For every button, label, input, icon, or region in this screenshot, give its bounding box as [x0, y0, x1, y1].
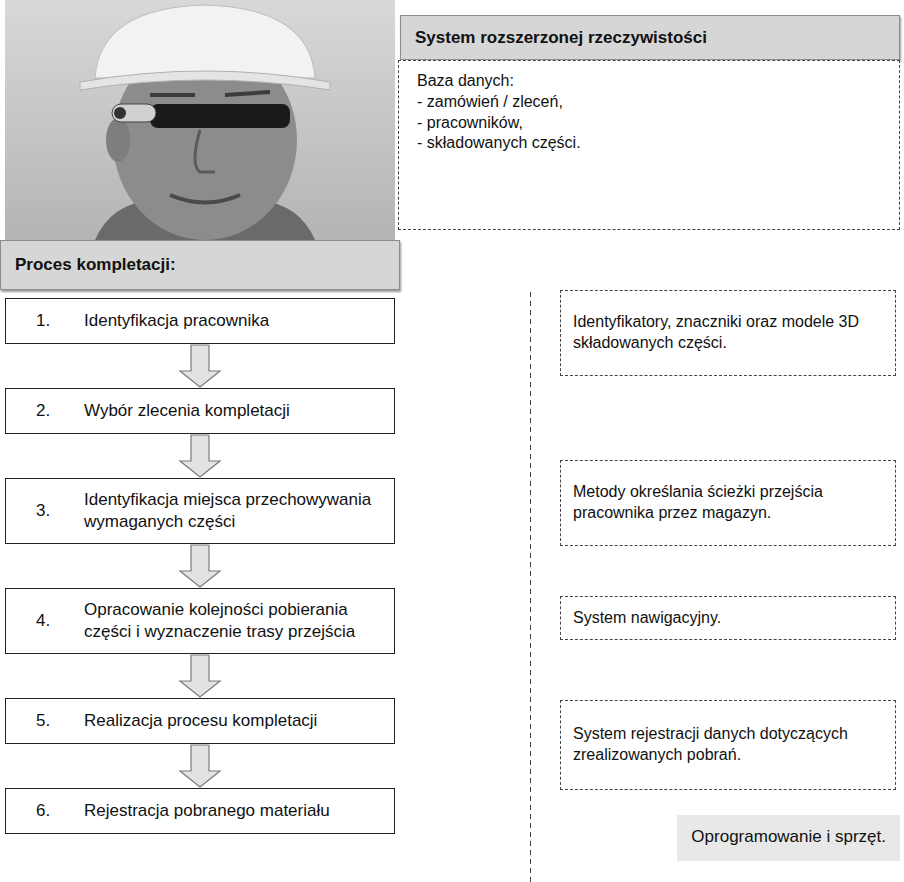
- step-number: 6.: [36, 800, 84, 822]
- box-text: Proces kompletacji:: [15, 255, 176, 275]
- box-text: - pracowników,: [417, 113, 881, 134]
- block-arrow: [180, 545, 220, 587]
- step-label: Rejestracja pobranego materiału: [84, 800, 384, 822]
- box-text: - składowanych części.: [417, 133, 881, 154]
- step-number: 1.: [36, 310, 84, 332]
- component-box: System rejestracji danych dotyczących zr…: [560, 700, 896, 790]
- step-label: Realizacja procesu kompletacji: [84, 710, 384, 732]
- step-number: 3.: [36, 500, 84, 522]
- step-box: 1.Identyfikacja pracownika: [5, 298, 395, 344]
- component-box: Identyfikatory, znaczniki oraz modele 3D…: [560, 290, 896, 376]
- mouth: [170, 195, 240, 203]
- summary-box: Oprogramowanie i sprzęt.: [677, 815, 900, 861]
- block-arrow: [180, 745, 220, 787]
- component-box: Metody określania ścieżki przejścia prac…: [560, 460, 896, 546]
- block-arrow: [180, 655, 220, 697]
- hard-hat: [95, 5, 315, 78]
- block-arrow: [180, 435, 220, 477]
- nose: [195, 130, 215, 172]
- step-label: Wybór zlecenia kompletacji: [84, 400, 384, 422]
- step-box: 2.Wybór zlecenia kompletacji: [5, 388, 395, 434]
- step-box: 5.Realizacja procesu kompletacji: [5, 698, 395, 744]
- ear: [106, 118, 130, 162]
- box-text: Baza danych:: [417, 71, 881, 92]
- box-text: System rejestracji danych dotyczących zr…: [573, 724, 883, 766]
- step-number: 5.: [36, 710, 84, 732]
- eyebrows: [150, 92, 270, 95]
- separator-line: [530, 292, 531, 882]
- block-arrow: [180, 345, 220, 387]
- photo-ground: [5, 0, 395, 240]
- step-label: Identyfikacja pracownika: [84, 310, 384, 332]
- header-box: Proces kompletacji:: [0, 240, 400, 290]
- step-label: Opracowanie kolejności pobierania części…: [84, 599, 384, 643]
- step-box: 6.Rejestracja pobranego materiału: [5, 788, 395, 834]
- camera-lens: [114, 107, 126, 119]
- box-text: Identyfikatory, znaczniki oraz modele 3D…: [573, 312, 883, 354]
- box-text: - zamówień / zleceń,: [417, 92, 881, 113]
- header-box: System rozszerzonej rzeczywistości: [400, 15, 900, 60]
- component-box: System nawigacyjny.: [560, 596, 896, 640]
- box-text: Metody określania ścieżki przejścia prac…: [573, 482, 883, 524]
- step-number: 4.: [36, 610, 84, 632]
- step-box: 4.Opracowanie kolejności pobierania częś…: [5, 588, 395, 654]
- ar-camera: [112, 104, 156, 122]
- step-number: 2.: [36, 400, 84, 422]
- box-text: Oprogramowanie i sprzęt.: [691, 827, 886, 847]
- worker-photo: [0, 0, 395, 240]
- ar-glasses: [150, 104, 290, 128]
- hat-brim: [80, 71, 330, 90]
- box-text: System rozszerzonej rzeczywistości: [415, 28, 707, 48]
- database-box: Baza danych:- zamówień / zleceń,- pracow…: [398, 60, 900, 230]
- step-box: 3.Identyfikacja miejsca przechowywania w…: [5, 478, 395, 544]
- box-text: System nawigacyjny.: [573, 608, 883, 629]
- step-label: Identyfikacja miejsca przechowywania wym…: [84, 489, 384, 533]
